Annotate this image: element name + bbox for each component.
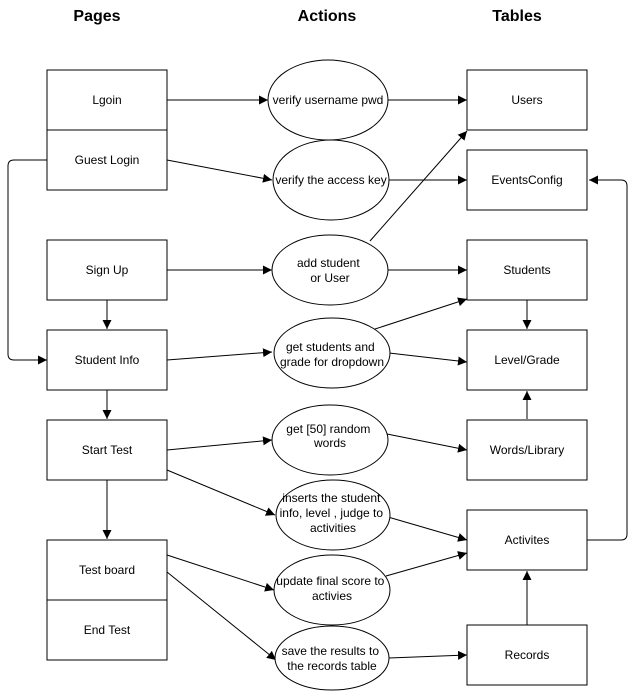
action-label-random-words-line2: words: [313, 436, 346, 450]
action-label-get-students-line1: get students and: [286, 340, 375, 354]
action-label-get-students-line2: grade for dropdown: [280, 355, 384, 369]
table-label-students: Students: [503, 263, 550, 277]
action-ellipse-random-words: [271, 404, 389, 476]
edge-inserts-activites: [387, 516, 468, 542]
header-pages: Pages: [73, 8, 120, 25]
action-label-get-students: get students and grade for dropdown: [280, 340, 384, 369]
page-box-end-test: [46, 599, 168, 661]
edge-starttest-randomwords: [166, 436, 273, 451]
table-label-level-grade: Level/Grade: [494, 353, 560, 367]
action-label-add-student-line2: or User: [310, 271, 349, 285]
page-box-sign-up: [46, 239, 168, 301]
action-label-inserts-line3: activities: [310, 521, 356, 535]
action-label-random-words: get [50] random words: [286, 422, 373, 450]
table-box-records: [466, 624, 588, 686]
action-label-inserts: inserts the student info, level , judge …: [280, 491, 387, 535]
edge-studentinfo-getstudents: [166, 348, 273, 361]
table-label-users: Users: [511, 93, 542, 107]
action-label-add-student: add student or User: [297, 256, 363, 285]
action-ellipse-verify-key: [272, 139, 390, 221]
page-label-end-test: End Test: [84, 623, 131, 637]
page-label-student-info: Student Info: [75, 353, 140, 367]
edge-update-activites: [385, 551, 468, 577]
header-actions: Actions: [298, 8, 357, 25]
table-box-events-config: [466, 149, 588, 211]
edge-randomwords-words: [386, 433, 468, 453]
page-box-student-info: [46, 329, 168, 391]
tables-column: Users EventsConfig Students Level/Grade …: [466, 69, 588, 686]
action-ellipse-update-score: [273, 554, 391, 626]
action-label-inserts-line2: info, level , judge to: [280, 506, 384, 520]
table-box-students: [466, 239, 588, 301]
table-box-users: [466, 69, 588, 131]
action-label-save-results-line1: save the results to: [282, 644, 380, 658]
page-label-start-test: Start Test: [82, 443, 133, 457]
edge-testboard-save: [166, 571, 277, 661]
edges: [7, 95, 628, 661]
table-label-events-config: EventsConfig: [491, 173, 562, 187]
action-label-inserts-line1: inserts the student: [282, 491, 381, 505]
table-label-records: Records: [505, 648, 550, 662]
edge-starttest-inserts: [166, 469, 276, 516]
actions-column: verify username pwd verify the access ke…: [267, 59, 391, 691]
table-box-words-library: [466, 419, 588, 481]
action-ellipse-inserts: [275, 479, 391, 551]
action-label-add-student-line1: add student: [297, 256, 360, 270]
action-label-update-score-line2: activies: [312, 589, 352, 603]
edge-testboard-update: [166, 554, 275, 592]
action-label-random-words-line1: get [50] random: [286, 422, 370, 436]
action-ellipse-get-students: [273, 317, 391, 389]
action-label-update-score-line1: update final score to: [276, 574, 384, 588]
edge-activites-eventsconfig: [587, 175, 628, 541]
edge-getstudents-students: [371, 297, 468, 331]
header-tables: Tables: [492, 8, 542, 25]
edge-save-records: [388, 650, 468, 660]
page-label-guest-login: Guest Login: [75, 153, 140, 167]
page-label-test-board: Test board: [79, 563, 135, 577]
table-label-words-library: Words/Library: [490, 443, 564, 457]
action-label-save-results-line2: the records table: [287, 659, 377, 673]
edge-addstudent-users: [369, 130, 468, 242]
pages-column: Lgoin Guest Login Sign Up Student Info S…: [46, 69, 168, 661]
edge-guest-verifykey: [166, 159, 273, 183]
action-label-verify-user: verify username pwd: [273, 93, 384, 107]
action-label-save-results: save the results to the records table: [282, 644, 383, 673]
table-box-activites: [466, 509, 588, 571]
page-box-guest-login: [46, 129, 168, 191]
page-box-start-test: [46, 419, 168, 481]
table-label-activites: Activites: [505, 533, 550, 547]
table-box-level-grade: [466, 329, 588, 391]
page-label-sign-up: Sign Up: [86, 263, 129, 277]
action-ellipse-add-student: [271, 234, 389, 306]
edge-guest-studentinfo: [7, 159, 47, 365]
action-label-verify-key: verify the access key: [275, 173, 386, 187]
edge-getstudents-level: [388, 352, 468, 366]
page-label-login: Lgoin: [92, 93, 121, 107]
page-box-test-board: [46, 539, 168, 601]
action-ellipse-save-results: [274, 625, 390, 691]
action-label-update-score: update final score to activies: [276, 574, 387, 603]
